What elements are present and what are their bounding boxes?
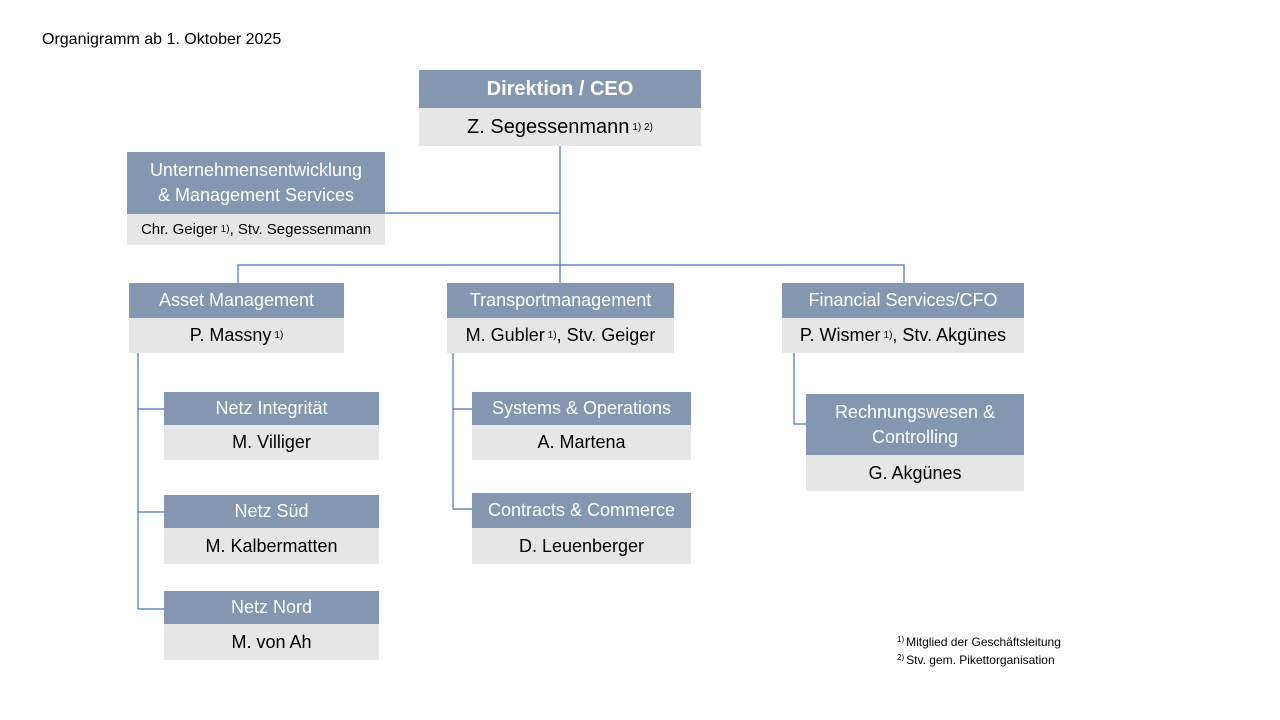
- footnote-ref: 1): [220, 224, 230, 235]
- unit-title: Contracts & Commerce: [472, 493, 691, 528]
- connector-level2-bar: [237, 264, 905, 283]
- unit-title: Unternehmensentwicklung & Management Serv…: [127, 152, 385, 214]
- footnote: 2)Stv. gem. Pikettorganisation: [897, 650, 1061, 668]
- unit-person: M. von Ah: [164, 624, 379, 660]
- deputy: , Stv. Geiger: [556, 325, 656, 345]
- unit-title: Asset Management: [129, 283, 344, 318]
- connector-asset-children: [137, 353, 164, 610]
- footnote: 1)Mitglied der Geschäftsleitung: [897, 632, 1061, 650]
- unit-netz-nord: Netz Nord M. von Ah: [164, 591, 379, 660]
- person-name: P. Wismer: [799, 325, 881, 345]
- unit-unternehmensentwicklung: Unternehmensentwicklung & Management Serv…: [127, 152, 385, 245]
- unit-title: Rechnungswesen & Controlling: [806, 394, 1024, 455]
- title-line: Unternehmensentwicklung: [149, 160, 363, 180]
- person-name: Z. Segessenmann: [467, 115, 630, 138]
- footnote-text: Stv. gem. Pikettorganisation: [906, 653, 1055, 667]
- footnote-ref: 1): [547, 330, 557, 341]
- footnotes: 1)Mitglied der Geschäftsleitung 2)Stv. g…: [897, 632, 1061, 668]
- title-line: Rechnungswesen &: [834, 401, 996, 422]
- footnote-ref: 1) 2): [632, 121, 653, 133]
- person-name: M. Gubler: [465, 325, 545, 345]
- unit-title: Netz Nord: [164, 591, 379, 624]
- footnote-ref: 1): [274, 330, 284, 341]
- deputy: , Stv. Akgünes: [892, 325, 1007, 345]
- unit-systems-operations: Systems & Operations A. Martena: [472, 392, 691, 460]
- unit-title: Netz Integrität: [164, 392, 379, 425]
- person-name: P. Massny: [189, 325, 272, 345]
- unit-contracts-commerce: Contracts & Commerce D. Leuenberger: [472, 493, 691, 564]
- unit-person: M. Kalbermatten: [164, 528, 379, 564]
- footnote-ref: 1): [883, 330, 893, 341]
- unit-title: Direktion / CEO: [419, 70, 701, 108]
- unit-netz-integritaet: Netz Integrität M. Villiger: [164, 392, 379, 460]
- unit-person: M. Villiger: [164, 425, 379, 460]
- unit-netz-sued: Netz Süd M. Kalbermatten: [164, 495, 379, 564]
- unit-person: A. Martena: [472, 425, 691, 460]
- footnote-mark: 1): [897, 635, 905, 644]
- title-line: Controlling: [871, 426, 959, 447]
- unit-title: Transportmanagement: [447, 283, 674, 318]
- unit-title: Systems & Operations: [472, 392, 691, 425]
- page-title: Organigramm ab 1. Oktober 2025: [42, 31, 282, 48]
- footnote-text: Mitglied der Geschäftsleitung: [906, 635, 1061, 649]
- person-name: Chr. Geiger: [140, 221, 218, 238]
- deputy: , Stv. Segessenmann: [229, 221, 372, 238]
- connector-finance-children: [793, 353, 806, 425]
- unit-title: Financial Services/CFO: [782, 283, 1024, 318]
- title-line: & Management Services: [157, 185, 355, 205]
- unit-person: D. Leuenberger: [472, 528, 691, 564]
- unit-person: G. Akgünes: [806, 455, 1024, 491]
- footnote-mark: 2): [897, 653, 905, 662]
- unit-rechnungswesen: Rechnungswesen & Controlling G. Akgünes: [806, 394, 1024, 491]
- connector-transport-children: [452, 353, 472, 510]
- unit-title: Netz Süd: [164, 495, 379, 528]
